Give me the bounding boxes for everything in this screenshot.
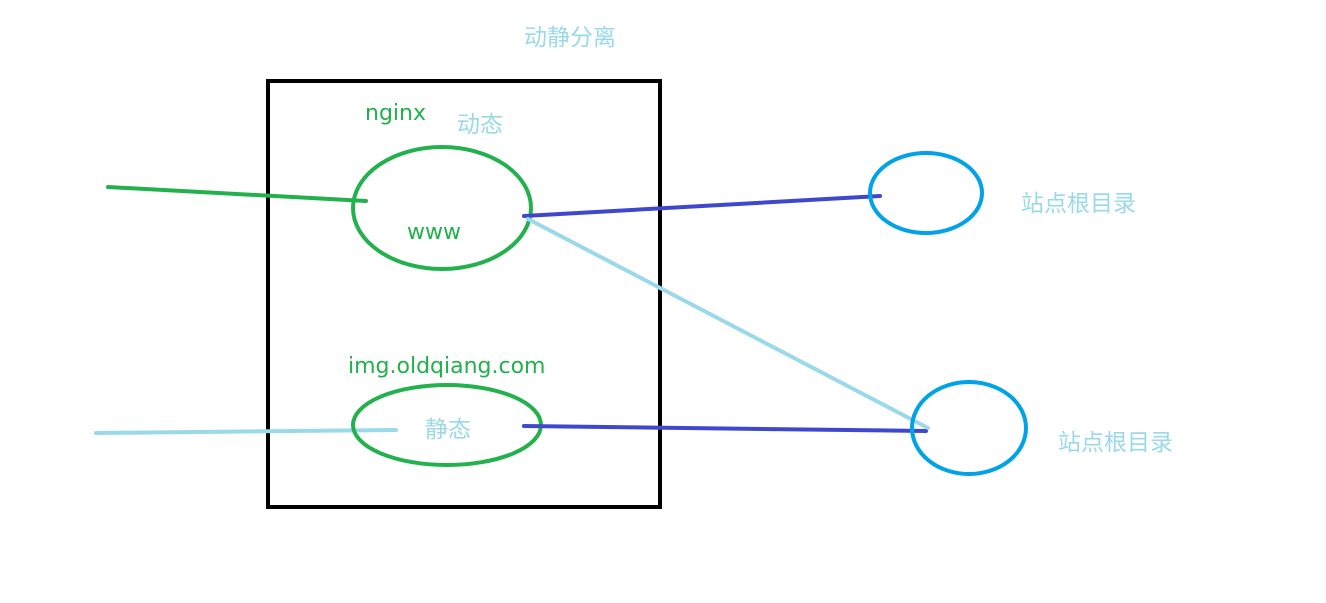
www-to-site-root-1-line <box>522 194 882 218</box>
www-vhost-ellipse <box>351 145 533 271</box>
dynamic-request-line <box>106 185 368 203</box>
site-root-2-ellipse <box>910 380 1028 476</box>
nginx-server-box <box>266 79 662 509</box>
static-label: 静态 <box>425 417 471 443</box>
site-root-1-label: 站点根目录 <box>1021 191 1136 217</box>
dynamic-label: 动态 <box>457 112 503 138</box>
www-label: www <box>407 220 461 245</box>
nginx-label: nginx <box>365 101 426 126</box>
img-to-site-root-2-line <box>522 424 928 433</box>
diagram-title: 动静分离 <box>524 25 616 51</box>
static-request-line <box>94 428 398 435</box>
img-domain-label: img.oldqiang.com <box>348 354 546 379</box>
site-root-2-label: 站点根目录 <box>1058 430 1173 456</box>
www-to-site-root-2-line <box>526 217 930 430</box>
site-root-1-ellipse <box>868 151 984 235</box>
